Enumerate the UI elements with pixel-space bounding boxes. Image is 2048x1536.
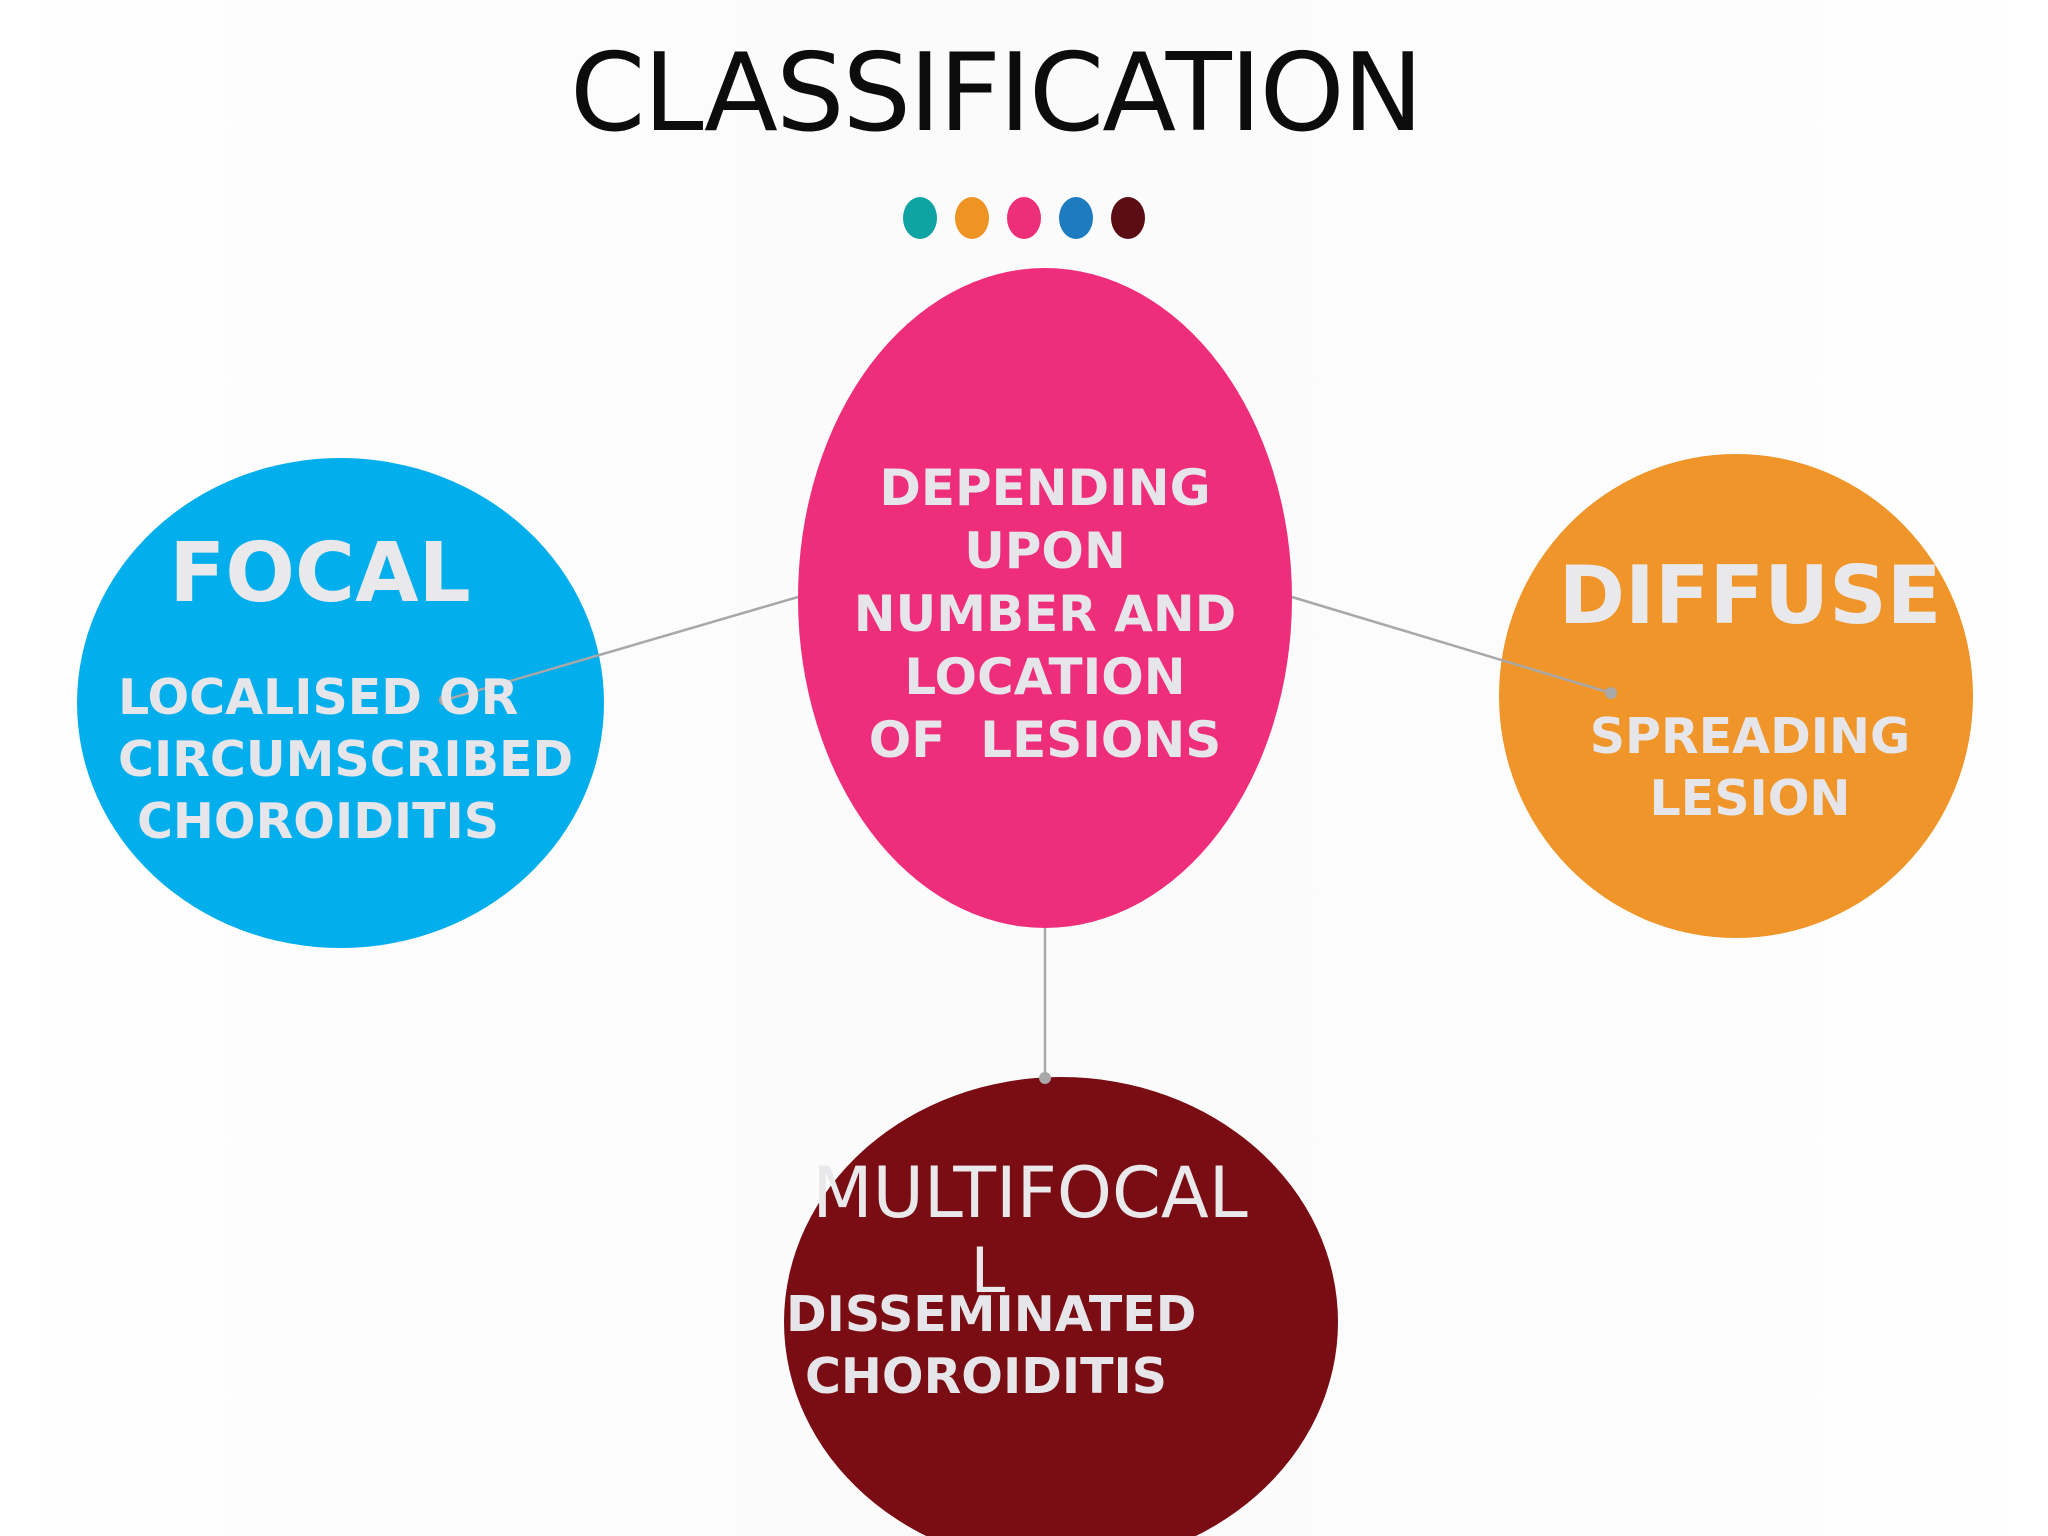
- multifocal-heading: MULTIFOCAL: [812, 1152, 1248, 1234]
- multifocal-line-2: CHOROIDITIS: [804, 1348, 1168, 1405]
- focal-node: [77, 458, 604, 948]
- multifocal-heading-tail: L: [970, 1234, 1006, 1307]
- focal-line-2: CIRCUMSCRIBED: [118, 731, 574, 788]
- slide-title: CLASSIFICATION: [570, 31, 1423, 156]
- focal-heading: FOCAL: [169, 526, 471, 621]
- focal-line-1: LOCALISED OR: [118, 669, 519, 726]
- center-line-4: LOCATION: [904, 648, 1186, 706]
- center-line-2: UPON: [964, 522, 1126, 580]
- dot-maroon: [1111, 197, 1145, 239]
- dot-teal: [903, 197, 937, 239]
- dot-orange: [955, 197, 989, 239]
- diffuse-heading: DIFFUSE: [1558, 549, 1942, 642]
- center-line-1: DEPENDING: [879, 459, 1211, 517]
- center-node: [798, 268, 1292, 928]
- focal-line-3: CHOROIDITIS: [136, 793, 500, 850]
- multifocal-node: [784, 1077, 1338, 1536]
- dot-pink: [1007, 197, 1041, 239]
- diffuse-node: [1499, 454, 1973, 938]
- center-line-3: NUMBER AND: [853, 585, 1237, 643]
- dot-blue: [1059, 197, 1093, 239]
- center-line-5: OF LESIONS: [868, 711, 1222, 769]
- diffuse-line-2: LESION: [1649, 770, 1851, 827]
- multifocal-line-1: DISSEMINATED: [786, 1286, 1197, 1343]
- diffuse-line-1: SPREADING: [1589, 708, 1911, 765]
